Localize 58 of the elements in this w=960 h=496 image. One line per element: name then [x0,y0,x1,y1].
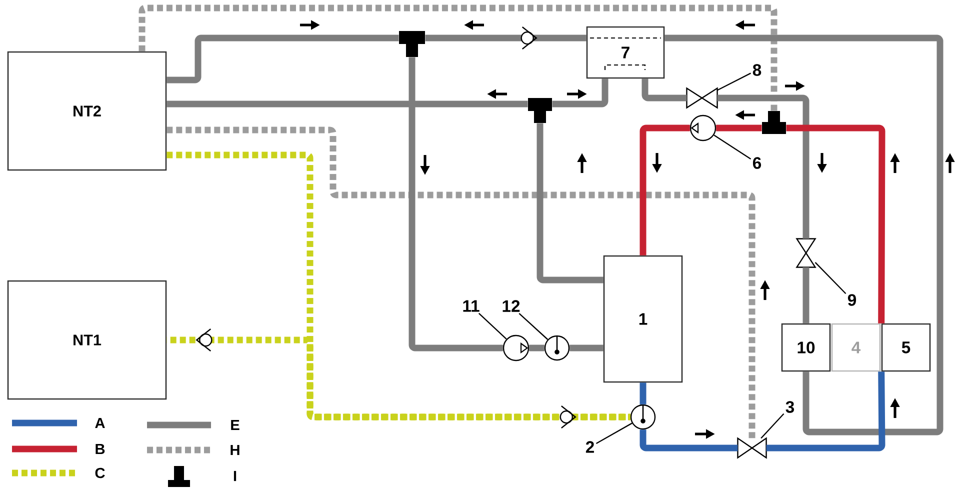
component-box: NT1 [7,280,167,400]
callout-number: 8 [752,64,762,76]
component-box: 10 [781,323,831,372]
pipe [536,123,604,284]
tee-junction [528,98,552,123]
component-box: 4 [831,323,881,372]
pipe [640,382,646,404]
pipe [640,430,738,452]
pipe [766,372,886,452]
leader-line [814,262,846,294]
pipe [166,34,399,84]
pipe [802,267,810,324]
pipe [166,100,528,108]
valve-symbol [737,437,767,459]
pipe [408,57,503,352]
component-box: 5 [881,323,931,372]
callout-number: 9 [848,294,856,306]
leader-line [478,312,507,340]
pipe [716,124,762,132]
leader-line [717,72,752,91]
legend-label: B [96,444,105,454]
pipe [570,344,604,352]
valve-symbol [796,238,816,268]
pipe [166,328,630,420]
callout-number: 3 [786,401,794,413]
legend-label: I [234,470,236,482]
pipe [138,4,778,111]
pipe [166,152,630,428]
pipe [642,78,687,102]
pipe [529,344,544,352]
callout-number: 2 [586,441,594,453]
tee-junction [762,111,786,134]
sensor-symbol [630,404,656,430]
tee-junction [399,31,425,57]
pipe [640,124,690,256]
legend-label: A [95,418,105,428]
leader-line [714,134,752,160]
leader-line [518,312,548,340]
pump-symbol [690,114,716,142]
callout-number: 11 [463,300,480,312]
callout-number: 6 [752,157,762,169]
component-box: NT2 [7,51,167,171]
legend-label: C [95,468,105,478]
legend-label: H [230,444,240,456]
valve-symbol [686,87,718,109]
component-box: 1 [603,255,683,383]
pipe [664,34,944,436]
legend-label: E [231,420,240,430]
pump-symbol [502,334,530,362]
component-box: 7 [586,26,665,79]
callout-number: 12 [502,300,520,312]
pipe [166,126,756,438]
sensor-symbol [544,335,570,361]
pipe [786,124,886,324]
leader-line [760,413,784,439]
pipe [717,94,810,239]
pipe [425,26,586,50]
leader-line [596,422,632,444]
